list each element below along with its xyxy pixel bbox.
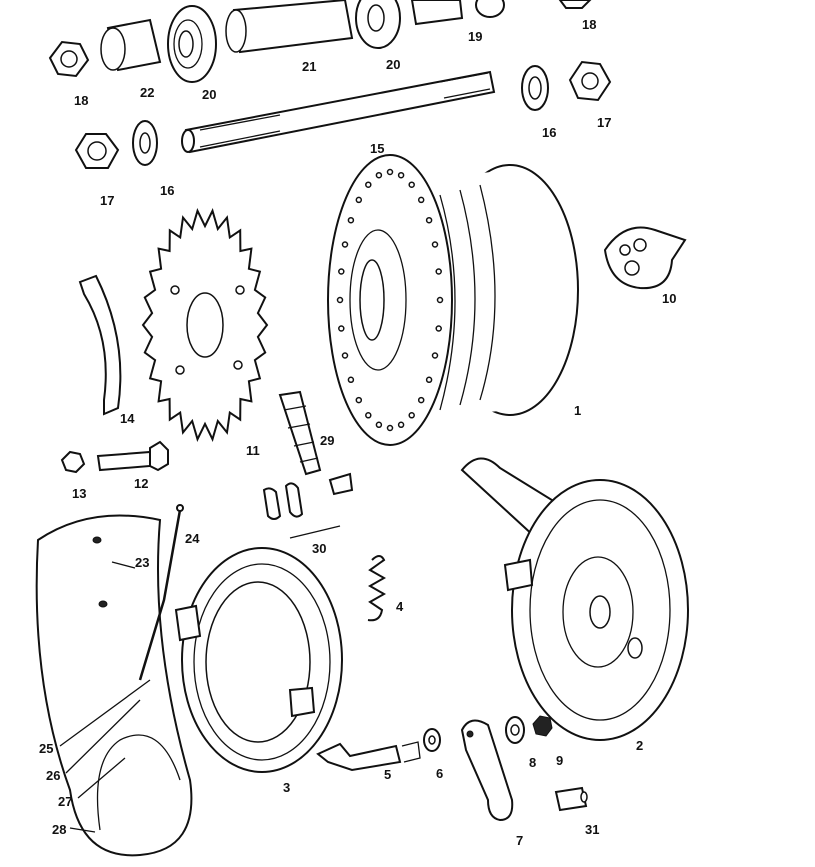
label-24: 24 <box>185 531 200 546</box>
label-28: 28 <box>52 822 66 837</box>
hub-spoke-hole <box>365 412 372 419</box>
label-6: 6 <box>436 766 443 781</box>
part-4-spring <box>367 555 387 622</box>
hub-spoke-hole <box>435 268 442 275</box>
part-23-mudguard <box>35 514 193 857</box>
label-11: 11 <box>246 443 260 458</box>
label-15: 15 <box>370 141 384 156</box>
part-19-spacer <box>410 0 505 26</box>
hub-spoke-hole <box>341 352 349 359</box>
part-20-bearing-left <box>167 5 217 83</box>
label-18: 18 <box>74 93 88 108</box>
part-2-brake-plate <box>460 457 689 741</box>
hub-spoke-hole <box>347 376 355 384</box>
part-9-nut <box>532 715 553 737</box>
label-18: 18 <box>582 17 596 32</box>
label-29: 29 <box>320 433 334 448</box>
hub-spoke-hole <box>336 296 344 304</box>
hub-spoke-hole <box>338 268 345 275</box>
hub-spoke-hole <box>431 241 439 248</box>
part-29-chain-link <box>278 390 322 476</box>
label-31: 31 <box>585 822 599 837</box>
part-18-nut-left <box>48 40 90 78</box>
label-23: 23 <box>135 555 149 570</box>
label-21: 21 <box>302 59 316 74</box>
label-16: 16 <box>160 183 174 198</box>
hub-spoke-hole <box>436 296 444 304</box>
part-3-brake-shoes <box>174 547 343 773</box>
part-11-sprocket <box>141 208 269 442</box>
leader-lines <box>59 561 151 833</box>
label-12: 12 <box>134 476 148 491</box>
label-16: 16 <box>542 125 556 140</box>
part-10-plate <box>603 226 687 290</box>
label-25: 25 <box>39 741 53 756</box>
hub-spoke-hole <box>347 216 355 224</box>
hub-spoke-hole <box>397 171 405 179</box>
part-21-spacer-tube <box>225 0 354 54</box>
label-20: 20 <box>386 57 400 72</box>
label-3: 3 <box>283 780 290 795</box>
hub-spoke-hole <box>355 396 363 404</box>
label-13: 13 <box>72 486 86 501</box>
label-1: 1 <box>574 403 581 418</box>
part-15-axle <box>181 70 496 154</box>
hub-spoke-hole <box>341 241 349 248</box>
part-17-nut-left <box>74 133 120 169</box>
part-16-washer-right <box>521 65 549 111</box>
part-22-spacer <box>100 18 162 72</box>
label-26: 26 <box>46 768 60 783</box>
hub-spoke-hole <box>425 376 433 384</box>
label-8: 8 <box>529 755 536 770</box>
hub-spoke-hole <box>397 421 405 429</box>
hub-spoke-hole <box>425 216 433 224</box>
hub-spoke-hole <box>417 396 425 404</box>
label-20: 20 <box>202 87 216 102</box>
hub-spoke-hole <box>375 171 383 179</box>
hub-spoke-hole <box>431 352 439 359</box>
part-8-washer <box>505 716 525 744</box>
label-30: 30 <box>312 541 326 556</box>
part-16-washer-left <box>132 120 158 166</box>
hub-spoke-hole <box>435 325 442 332</box>
part-13-nut <box>60 450 86 474</box>
label-17: 17 <box>100 193 114 208</box>
label-7: 7 <box>516 833 523 848</box>
part-7-lever <box>460 719 514 822</box>
hub-spoke-hole <box>386 168 394 176</box>
hub-spoke-hole <box>408 412 415 419</box>
label-14: 14 <box>120 411 135 426</box>
hub-spoke-hole <box>365 181 372 188</box>
part-20-bearing-right <box>355 0 401 49</box>
label-9: 9 <box>556 753 563 768</box>
part-24-rod <box>138 504 184 681</box>
part-labels: 18 22 20 21 20 19 18 16 17 15 17 16 10 1… <box>39 17 676 848</box>
part-30-chain-connector <box>262 472 354 539</box>
part-31-pin <box>554 786 588 812</box>
part-5-cam <box>316 741 421 772</box>
part-1-hub <box>327 154 579 446</box>
part-12-bolt <box>96 440 169 472</box>
hub-spoke-hole <box>408 181 415 188</box>
part-14-lock-plate <box>78 274 122 416</box>
hub-spoke-hole <box>386 424 394 432</box>
label-19: 19 <box>468 29 482 44</box>
label-27: 27 <box>58 794 72 809</box>
label-5: 5 <box>384 767 391 782</box>
label-22: 22 <box>140 85 154 100</box>
hub-spoke-hole <box>375 421 383 429</box>
label-2: 2 <box>636 738 643 753</box>
label-4: 4 <box>396 599 404 614</box>
part-18-nut-right <box>558 0 592 9</box>
hub-spoke-hole <box>355 196 363 204</box>
part-17-nut-right <box>568 60 612 102</box>
part-6-washer <box>423 728 441 752</box>
hub-spoke-hole <box>338 325 345 332</box>
hub-spoke-hole <box>417 196 425 204</box>
label-17: 17 <box>597 115 611 130</box>
label-10: 10 <box>662 291 676 306</box>
